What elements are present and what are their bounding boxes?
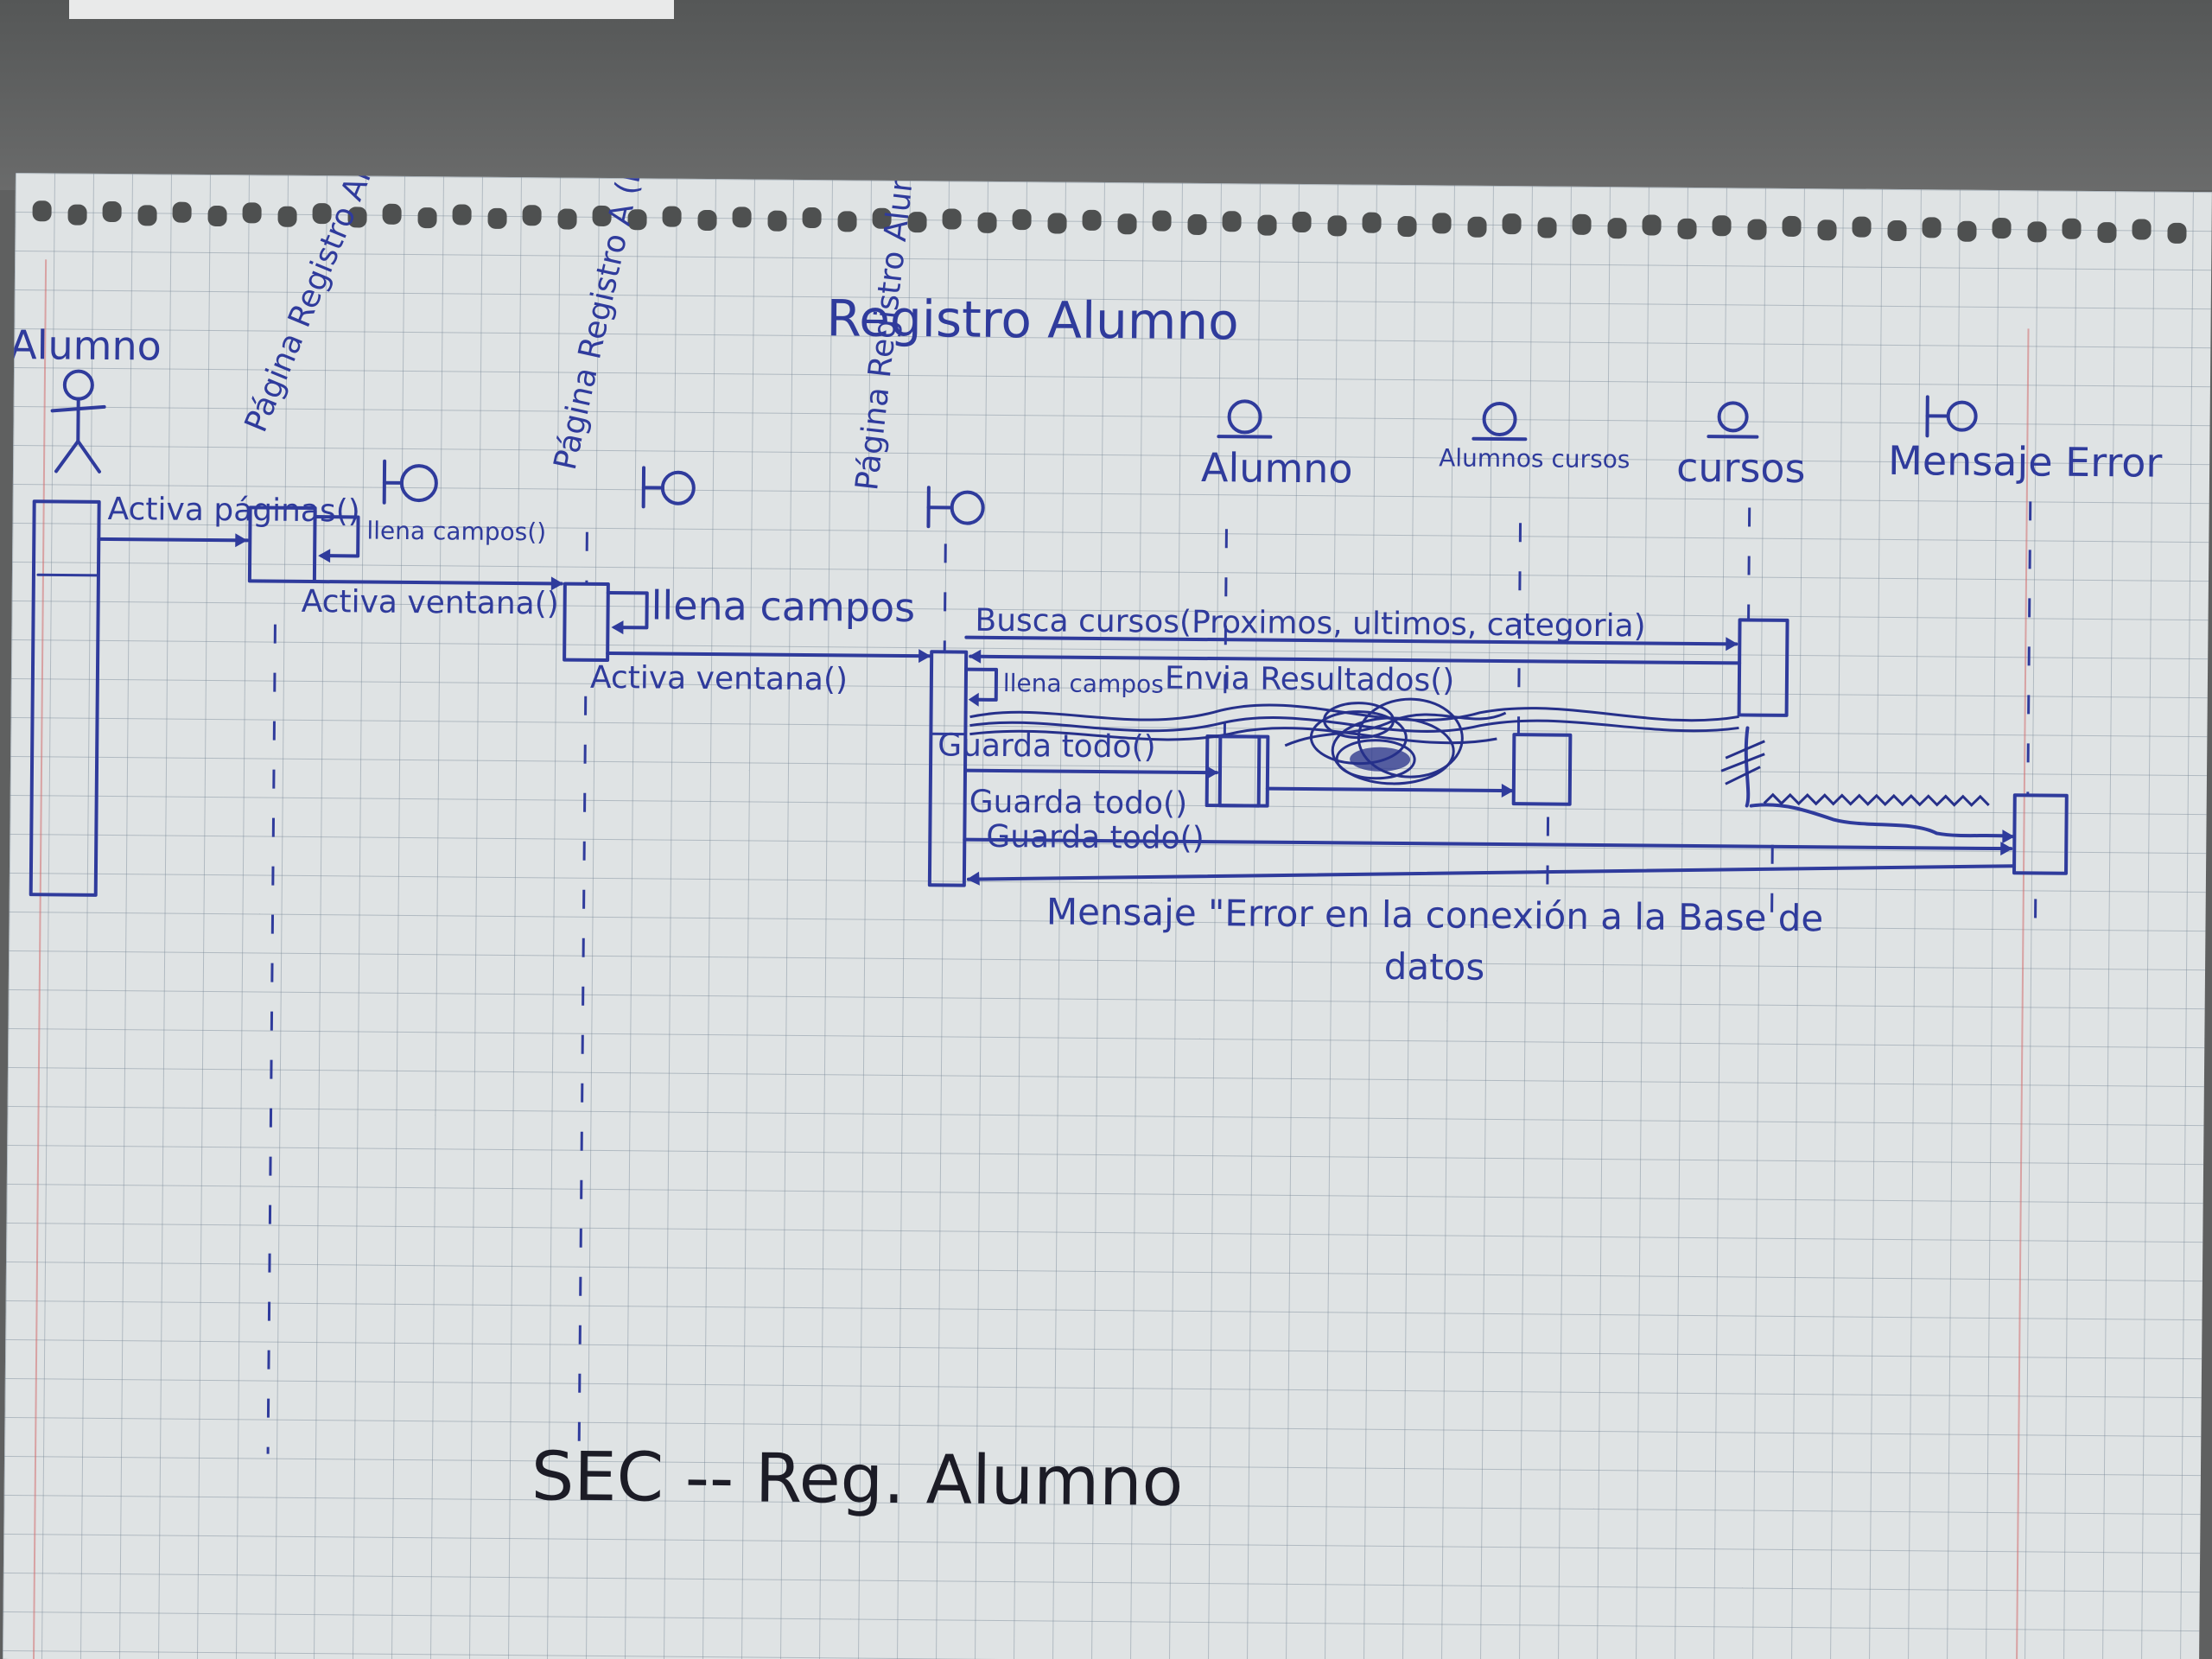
participant-entidad-cursos: cursos: [1676, 401, 1806, 931]
participant-label: Página Registro Alumno (Datos Personales…: [238, 173, 528, 437]
lifeline: [1747, 507, 1751, 620]
message-m6: Busca cursos(Proximos, ultimos, categori…: [964, 603, 1738, 652]
message-m10: Guarda todo(): [969, 784, 1514, 822]
message-arrow: [963, 768, 1218, 775]
message-m11: Guarda todo(): [963, 819, 2013, 856]
activation-bar: [29, 499, 101, 897]
message-label: Activa ventana(): [302, 584, 559, 622]
lifeline-lower: [1770, 844, 1774, 931]
sequence-diagram: Registro Alumno Alumno Página Registro A…: [10, 173, 2163, 1522]
message-arrow: [964, 635, 1738, 646]
participant-alumno-actor: Alumno: [10, 321, 162, 897]
entity-icon: [1217, 399, 1273, 439]
paper-strip: [69, 0, 674, 19]
message-label: llena campos: [651, 582, 915, 631]
scribbled-out-area: [969, 697, 1739, 785]
error-arrow: [1749, 803, 2015, 839]
message-arrow: [969, 654, 1742, 665]
participant-label: Alumnos cursos: [1439, 443, 1630, 474]
participant-label: Mensaje Error: [1888, 437, 2163, 486]
activation-bar: [1737, 618, 1789, 717]
message-m3: Activa ventana(): [302, 576, 563, 622]
boundary-icon: [382, 459, 438, 505]
message-label: Activa páginas(): [107, 492, 360, 530]
participant-mensaje-error: Mensaje Error: [1888, 395, 2163, 934]
message-m9: Guarda todo(): [938, 728, 1270, 808]
diagram-title: Registro Alumno: [826, 289, 1239, 351]
message-label: Activa ventana(): [590, 660, 848, 698]
message-m7: Envia Resultados(): [969, 649, 1742, 699]
message-label: Guarda todo(): [969, 785, 1188, 822]
activation-bar: [563, 582, 610, 663]
lifeline: [266, 624, 276, 1454]
lifeline-top: [585, 531, 588, 584]
error-path-line: [1744, 726, 1751, 808]
message-arrow: [97, 537, 250, 543]
message-arrow: [1265, 786, 1514, 793]
participant-pagina-datos-personales: Página Registro Alumno (Datos Personales…: [238, 173, 528, 1454]
actor-figure-icon: [50, 369, 106, 474]
participant-label: Alumno: [1201, 444, 1353, 493]
participant-pagina-cursos-inscritos: Página Registro Alumno (Cursos Inscritos…: [849, 173, 985, 887]
participant-entidad-alumnos-cursos: Alumnos cursos: [1439, 401, 1630, 895]
message-label: llena campos(): [366, 517, 546, 547]
self-call-arrow: [606, 591, 649, 630]
message-m4-self: llena campos: [606, 582, 915, 635]
message-label-box: Mensaje "Error en la conexión a la Base …: [1046, 890, 1824, 988]
lifeline: [1516, 523, 1522, 735]
lifeline: [577, 696, 588, 1457]
activation-bar: [927, 650, 969, 887]
message-arrow: [312, 580, 563, 586]
boundary-icon: [641, 466, 696, 509]
message-m8-self: llena campos: [964, 667, 1164, 707]
message-m5: Activa ventana(): [590, 649, 931, 698]
boundary-icon: [926, 486, 985, 529]
entity-icon: [1707, 401, 1759, 439]
lifeline: [1223, 529, 1228, 737]
activation-bar: [247, 505, 317, 584]
boundary-icon: [1925, 395, 1978, 438]
self-call-arrow: [313, 515, 360, 558]
participant-pagina-datos-generales: Página Registro A (Datos Generales): [548, 173, 704, 1457]
activation-bar: [1217, 734, 1270, 808]
participant-label: cursos: [1676, 444, 1806, 492]
participant-label: Página Registro A (Datos Generales): [548, 173, 704, 474]
lifeline: [2026, 501, 2032, 796]
participant-label: Alumno: [10, 321, 162, 370]
message-arrow: [966, 864, 2017, 881]
activation-bar: [2012, 793, 2069, 875]
message-label: Guarda todo(): [986, 819, 1205, 856]
message-label: Envia Resultados(): [1165, 661, 1455, 699]
footer-caption: SEC -- Reg. Alumno: [531, 1438, 1183, 1522]
message-m1: Activa páginas(): [97, 492, 360, 548]
desk-background: [0, 0, 2212, 190]
entity-icon: [1471, 401, 1528, 442]
message-arrow: [963, 837, 2013, 851]
self-call-arrow: [964, 667, 999, 702]
notebook-page: Registro Alumno Alumno Página Registro A…: [2, 173, 2212, 1659]
message-m12: Mensaje "Error en la conexión a la Base …: [966, 864, 2017, 988]
message-m2-self: llena campos(): [313, 515, 546, 563]
message-label: Mensaje "Error en la conexión a la Base …: [1046, 890, 1824, 988]
activation-bar: [1511, 733, 1573, 806]
message-label: llena campos: [1003, 669, 1164, 699]
lifeline-top: [943, 543, 947, 652]
error-path: [1720, 726, 2015, 844]
message-label: Guarda todo(): [938, 728, 1156, 765]
participant-entidad-alumno: Alumno: [1201, 399, 1353, 808]
message-arrow: [606, 652, 931, 658]
